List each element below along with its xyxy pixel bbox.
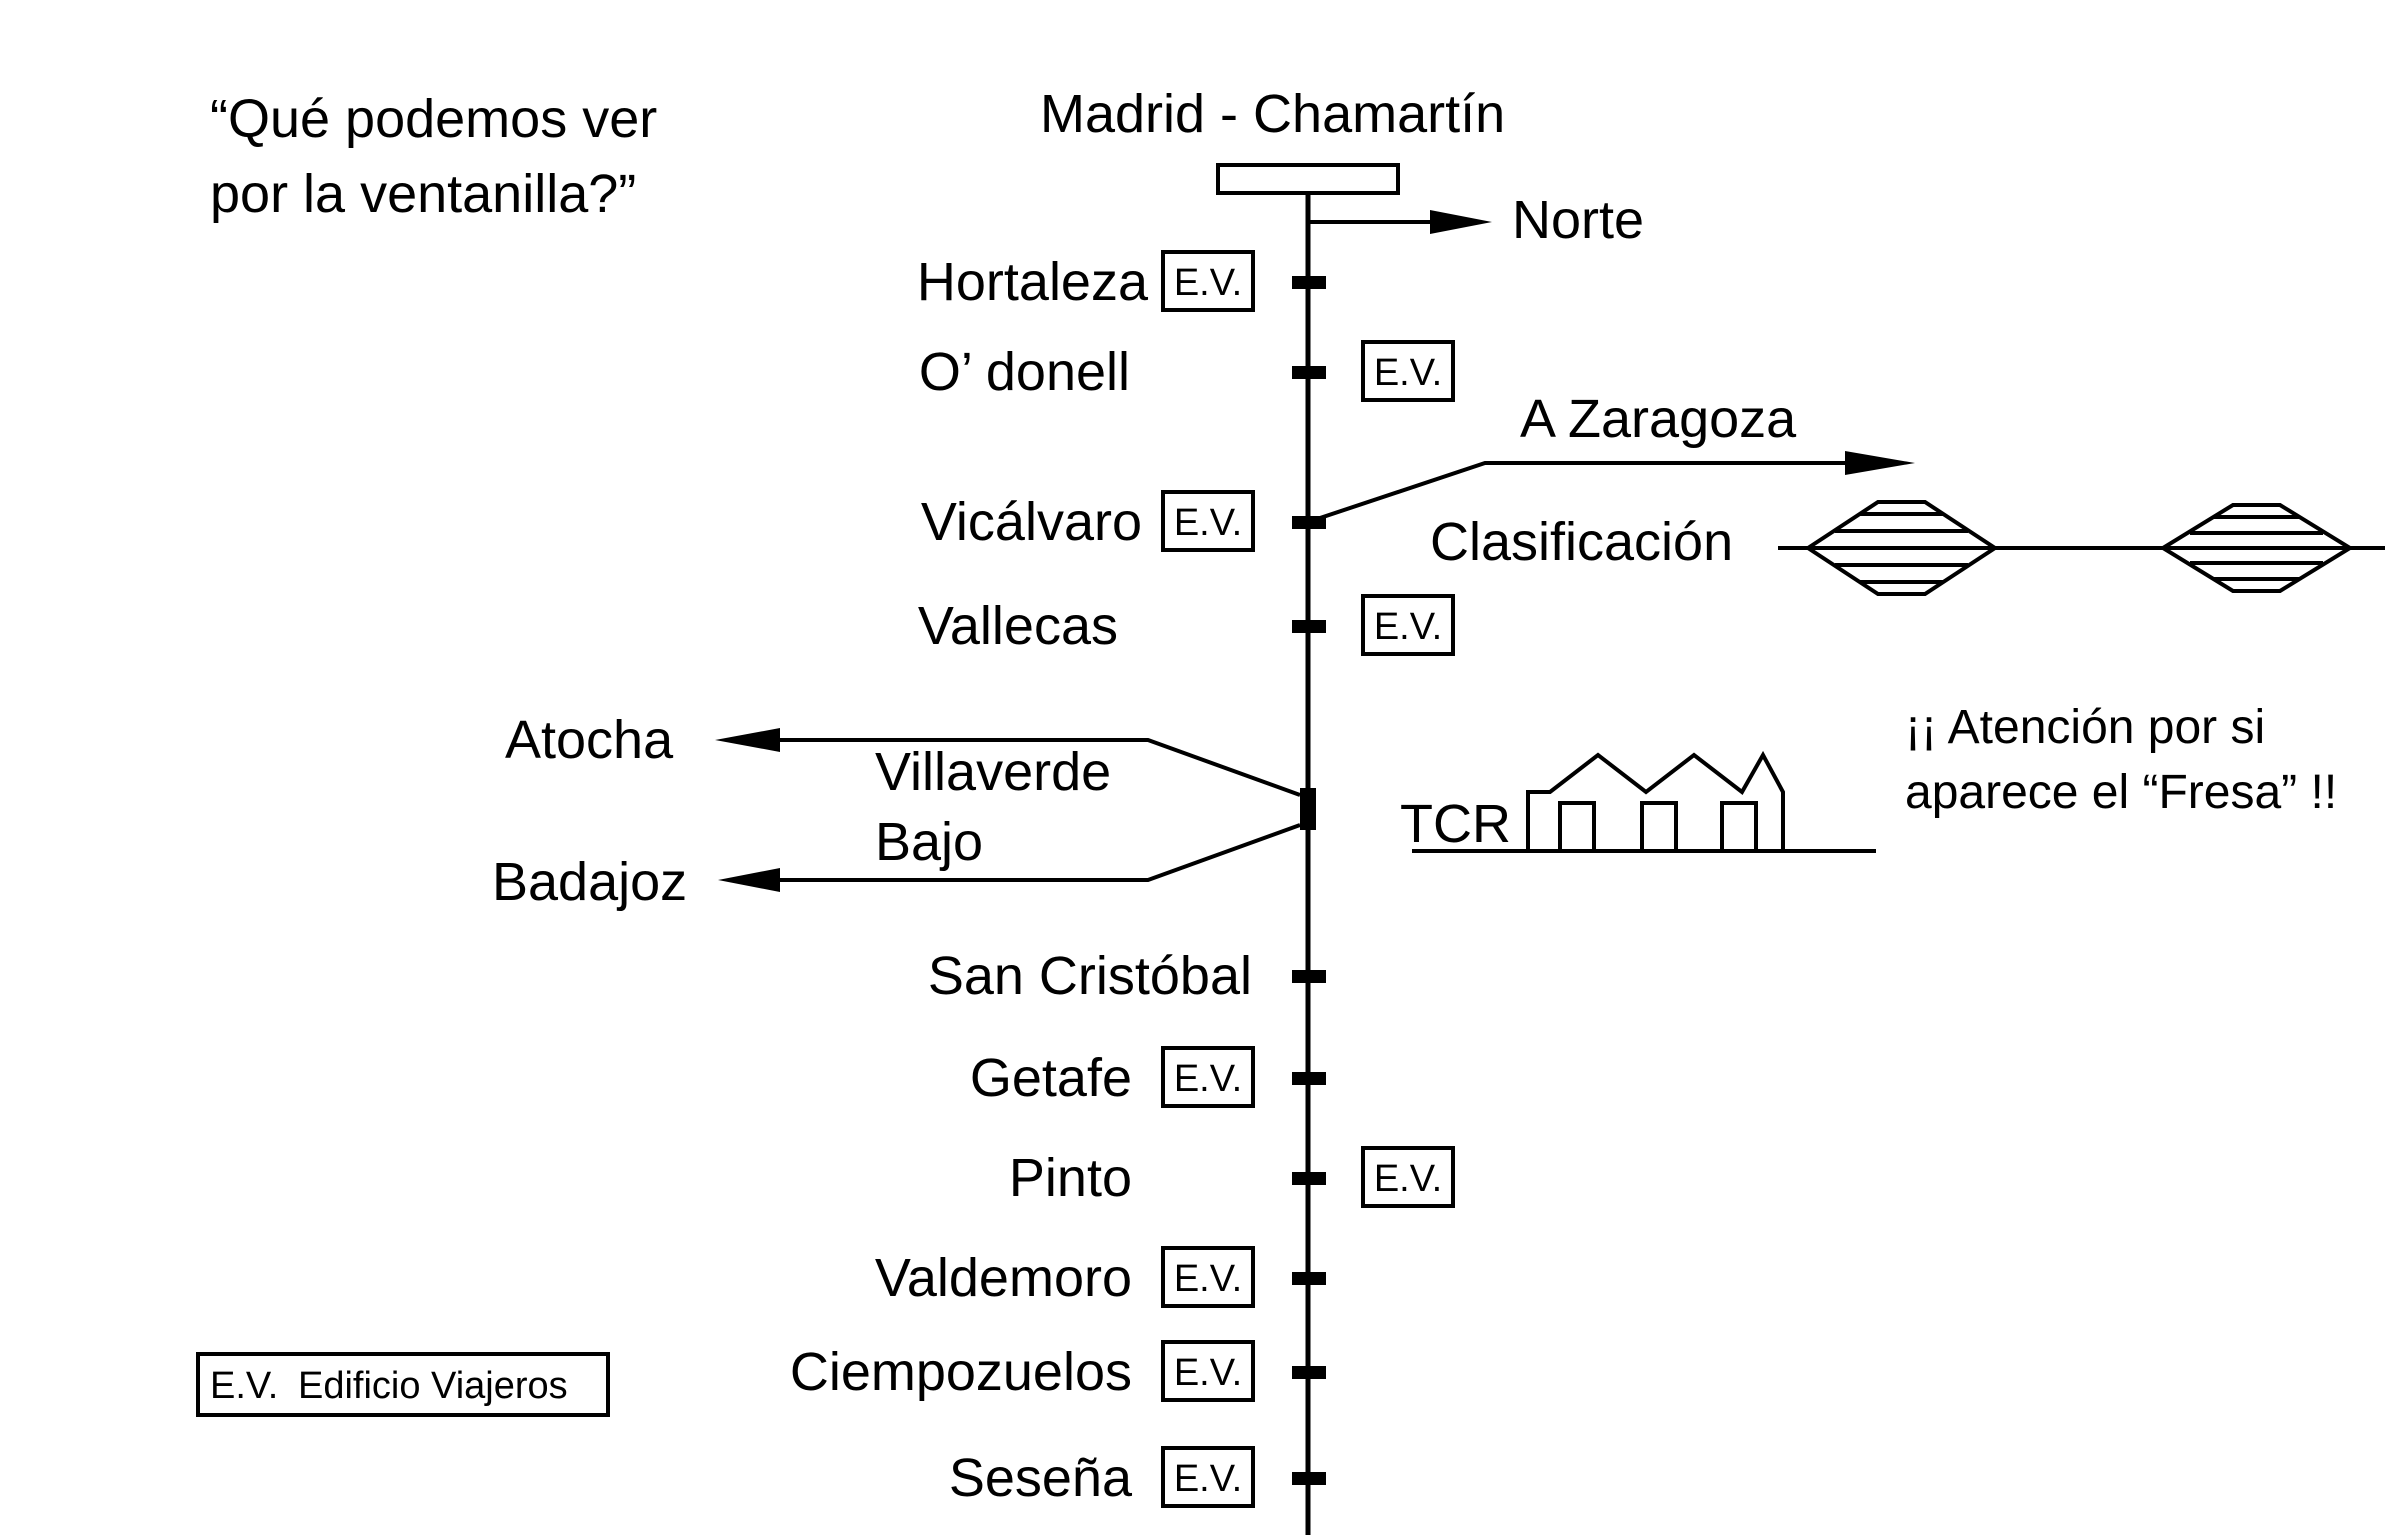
zaragoza-branch xyxy=(1307,461,1845,524)
ev-box xyxy=(1361,594,1455,656)
ev-label: E.V. xyxy=(1174,1258,1242,1300)
station-tick xyxy=(1292,516,1326,529)
villaverde-label-line-2: Bajo xyxy=(875,812,983,872)
station-tick xyxy=(1292,1366,1326,1379)
norte-arrow-icon xyxy=(1430,210,1492,234)
factory-icon xyxy=(1526,750,1785,853)
badajoz-arrow-icon xyxy=(718,868,780,892)
ev-box xyxy=(1361,1146,1455,1208)
station-name: Getafe xyxy=(970,1048,1132,1108)
clasificacion-yard-icon xyxy=(1778,500,2385,596)
ev-box xyxy=(1361,340,1455,402)
zaragoza-arrow-icon xyxy=(1845,451,1915,475)
note-line-1: ¡¡ Atención por si xyxy=(1905,701,2265,754)
station-tick xyxy=(1292,620,1326,633)
station-tick xyxy=(1292,1072,1326,1085)
station-tick xyxy=(1292,276,1326,289)
ev-label: E.V. xyxy=(1174,1058,1242,1100)
station-tick xyxy=(1292,1172,1326,1185)
station-tick xyxy=(1292,366,1326,379)
station-name: Ciempozuelos xyxy=(790,1342,1132,1402)
station: Hortaleza E.V. xyxy=(917,250,1326,312)
ev-label: E.V. xyxy=(1174,502,1242,544)
atocha-label: Atocha xyxy=(505,710,674,770)
origin-terminal-box xyxy=(1216,163,1400,195)
ev-label: E.V. xyxy=(1374,352,1442,394)
station-name: Vallecas xyxy=(918,596,1118,656)
station-name: Valdemoro xyxy=(875,1248,1132,1308)
ev-box xyxy=(1161,1446,1255,1508)
title-line-1: “Qué podemos ver xyxy=(210,89,657,149)
station: Vallecas E.V. xyxy=(918,594,1455,656)
atocha-arrow-icon xyxy=(715,728,780,752)
station-tick xyxy=(1292,1472,1326,1485)
station-name: Vicálvaro xyxy=(921,492,1142,552)
station-tick xyxy=(1292,1272,1326,1285)
badajoz-branch xyxy=(780,823,1301,882)
ev-label: E.V. xyxy=(1374,1158,1442,1200)
zaragoza-label: A Zaragoza xyxy=(1520,389,1797,449)
ev-box xyxy=(1161,490,1255,552)
station: Vicálvaro E.V. xyxy=(921,490,1326,552)
note-line-2: aparece el “Fresa” !! xyxy=(1905,766,2337,819)
ev-box xyxy=(1161,1046,1255,1108)
atocha-branch xyxy=(780,738,1301,797)
station: Ciempozuelos E.V. xyxy=(790,1340,1326,1402)
legend-box xyxy=(196,1352,610,1417)
tcr-label: TCR xyxy=(1400,794,1511,854)
station: Valdemoro E.V. xyxy=(875,1246,1326,1308)
villaverde-label-line-1: Villaverde xyxy=(875,742,1111,802)
station-name: O’ donell xyxy=(919,342,1130,402)
villaverde-junction-marker xyxy=(1300,788,1316,830)
ev-box xyxy=(1161,1340,1255,1402)
station-tick xyxy=(1292,970,1326,983)
clasificacion-label: Clasificación xyxy=(1430,512,1733,572)
ev-label: E.V. xyxy=(1174,1352,1242,1394)
ev-label: E.V. xyxy=(1174,262,1242,304)
title-line-2: por la ventanilla?” xyxy=(210,164,636,224)
ev-label: E.V. xyxy=(1174,1458,1242,1500)
station: Seseña E.V. xyxy=(949,1446,1326,1508)
badajoz-label: Badajoz xyxy=(492,852,687,912)
ev-box xyxy=(1161,1246,1255,1308)
station: Getafe E.V. xyxy=(970,1046,1326,1108)
ev-box xyxy=(1161,250,1255,312)
ev-label: E.V. xyxy=(1374,606,1442,648)
station-name: Seseña xyxy=(949,1448,1133,1508)
station: San Cristóbal xyxy=(928,946,1326,1006)
station-name: San Cristóbal xyxy=(928,946,1252,1006)
station: O’ donell E.V. xyxy=(919,340,1455,402)
legend-abbr: E.V. xyxy=(210,1365,278,1407)
station-name: Pinto xyxy=(1009,1148,1132,1208)
norte-label: Norte xyxy=(1512,190,1644,250)
legend-text: Edificio Viajeros xyxy=(298,1365,568,1407)
origin-label: Madrid - Chamartín xyxy=(1040,84,1505,144)
station-name: Hortaleza xyxy=(917,252,1149,312)
station: Pinto E.V. xyxy=(1009,1146,1455,1208)
